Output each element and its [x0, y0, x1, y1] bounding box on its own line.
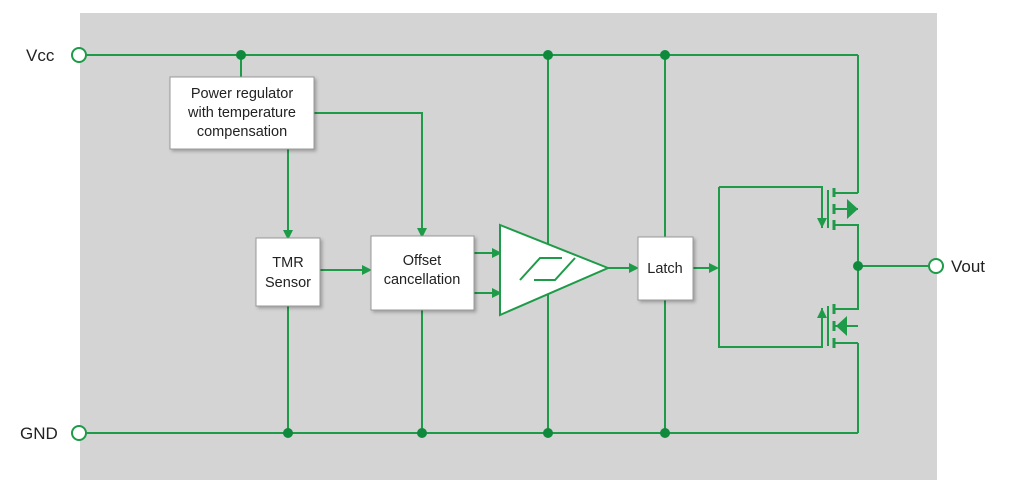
- power-regulator-line-1: Power regulator: [191, 86, 294, 102]
- vout-pin-icon: [928, 258, 944, 274]
- nmos-arrow-icon: [836, 316, 847, 336]
- junction-nodes: [236, 50, 863, 438]
- offset-cancellation-block: Offset cancellation: [370, 235, 475, 311]
- vcc-label: Vcc: [26, 46, 55, 65]
- latch-label: Latch: [647, 261, 682, 277]
- vcc-pin-icon: [71, 47, 87, 63]
- power-regulator-line-2: with temperature: [187, 105, 296, 121]
- latch-block: Latch: [637, 236, 694, 301]
- tmr-sensor-block: TMR Sensor: [255, 237, 321, 307]
- offset-cancellation-line-1: Offset: [403, 253, 441, 269]
- gnd-pin-icon: [71, 425, 87, 441]
- tmr-sensor-line-1: TMR: [272, 255, 303, 271]
- pmos-arrow-icon: [847, 199, 858, 219]
- tmr-sensor-line-2: Sensor: [265, 275, 311, 291]
- power-regulator-block: Power regulator with temperature compens…: [169, 76, 315, 150]
- offset-cancellation-line-2: cancellation: [384, 272, 461, 288]
- hysteresis-icon: [519, 257, 576, 281]
- gate-arrow-bottom-icon: [817, 308, 827, 318]
- gate-arrow-top-icon: [817, 218, 827, 228]
- comparator: [499, 223, 611, 317]
- gnd-label: GND: [20, 424, 58, 443]
- vout-label: Vout: [951, 257, 985, 276]
- power-regulator-line-3: compensation: [197, 124, 287, 140]
